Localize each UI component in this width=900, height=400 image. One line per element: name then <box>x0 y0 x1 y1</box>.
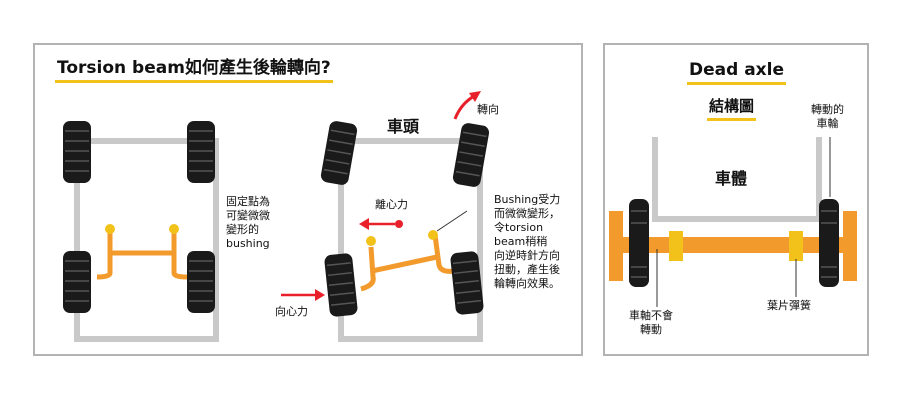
static-tire-front-right <box>187 121 215 183</box>
centrifugal-label: 離心力 <box>375 198 408 211</box>
turning-tire-front-right <box>452 123 490 187</box>
dead-axle-title: Dead axle <box>687 59 786 85</box>
static-tire-rear-right <box>187 251 215 313</box>
leaf-spring-label: 葉片彈簧 <box>767 299 811 312</box>
dead-axle-tire-left <box>629 199 649 287</box>
bushing-note-leader <box>436 210 468 232</box>
leaf-spring-right <box>789 231 803 261</box>
car-front-label: 車頭 <box>387 117 420 136</box>
bushing-note: Bushing受力 而微微變形， 令torsion beam稍稍 向逆時針方向 … <box>494 193 561 290</box>
torsion-beam-title: Torsion beam如何產生後輪轉向? <box>55 57 333 83</box>
static-tire-rear-left <box>63 251 91 313</box>
turning-wheel-label: 轉動的 車輪 <box>811 103 844 130</box>
centrifugal-dot <box>395 220 403 228</box>
static-torsion-beam <box>96 230 113 280</box>
static-bushing-left <box>105 224 115 234</box>
dead-axle-illustration <box>609 137 857 307</box>
turning-bushing-right <box>428 230 438 240</box>
leaf-spring-left <box>669 231 683 261</box>
turn-arrow-head <box>469 91 481 102</box>
car-body-label: 車體 <box>715 169 748 188</box>
turn-label: 轉向 <box>477 103 499 116</box>
turning-bushing-left <box>366 236 376 246</box>
car-body-frame <box>652 137 822 222</box>
turning-torsion-beam <box>360 246 376 292</box>
static-tire-front-left <box>63 121 91 183</box>
dead-axle-panel: Dead axle 結構圖 車體 轉動的 車輪 車軸不會 轉動 葉片彈簧 <box>603 43 869 356</box>
dead-axle-tire-right <box>819 199 839 287</box>
turning-tire-rear-left <box>324 253 358 317</box>
fixed-bushing-label: 固定點為 可變微微 變形的 bushing <box>226 195 270 250</box>
torsion-beam-illustration <box>63 91 490 342</box>
turning-chassis-diagram <box>281 91 490 342</box>
static-chassis-diagram <box>63 121 219 342</box>
centripetal-label: 向心力 <box>275 305 308 318</box>
static-bushing-right <box>169 224 179 234</box>
axle-label: 車軸不會 轉動 <box>629 309 673 336</box>
turning-tire-front-left <box>320 121 358 185</box>
dead-axle-subtitle: 結構圖 <box>707 95 757 121</box>
torsion-beam-panel: Torsion beam如何產生後輪轉向? <box>33 43 583 356</box>
turning-tire-rear-right <box>450 251 484 315</box>
